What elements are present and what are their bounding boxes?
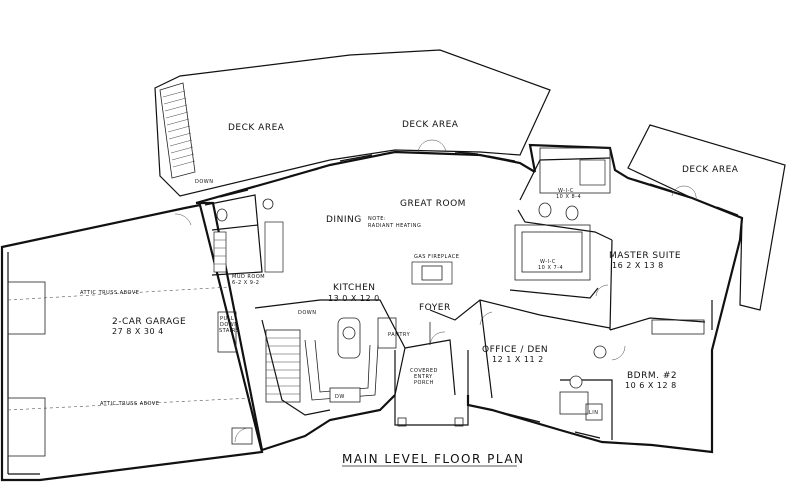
deck-center-label: DECK AREA [402,120,459,130]
master-suite-dim: 16 2 X 13 8 [612,261,664,270]
deck-right-label: DECK AREA [682,165,739,175]
bdrm2-dim: 10 6 X 12 8 [625,381,677,390]
deck-left-center [154,49,551,197]
garage-dim: 27 8 X 30 4 [112,327,164,336]
pull-down-label-1: PULL [220,316,234,322]
pantry-label: PANTRY [388,332,411,338]
kitchen-label: KITCHEN [333,283,376,293]
main-house-walls [195,139,744,454]
deck-stairs [159,82,196,179]
deck-right [627,124,786,311]
master-suite-label: MASTER SUITE [609,251,681,261]
foyer-label: FOYER [419,303,451,313]
covered-label-2: ENTRY [414,374,433,380]
down-label-deck: DOWN [195,179,213,185]
covered-label-1: COVERED [410,368,438,374]
mud-room-label: MUD ROOM [232,274,265,280]
wic-1-dim: 10 X 8-4 [556,194,581,200]
office-label: OFFICE / DEN [482,345,548,355]
down-label-kitchen: DOWN [298,310,316,316]
covered-entry-porch [394,322,469,427]
garage-walls [0,203,264,482]
great-room-label: GREAT ROOM [400,199,466,209]
plan-title: MAIN LEVEL FLOOR PLAN [342,452,525,466]
mud-room-dim: 6-2 X 9-2 [232,280,259,286]
bdrm2-label: BDRM. #2 [627,371,677,381]
garage-label: 2-CAR GARAGE [112,317,186,327]
note-label: NOTE: [368,216,386,222]
dining-label: DINING [326,215,362,225]
pull-down-label-2: DOWN [220,322,238,328]
covered-label-3: PORCH [414,380,434,386]
interior-walls [204,147,706,440]
kitchen-dim: 13 0 X 12 0 [328,294,380,303]
radiant-heating-label: RADIANT HEATING [368,223,421,229]
attic-truss-label-2: ATTIC TRUSS ABOVE [100,401,159,407]
deck-left-label: DECK AREA [228,123,285,133]
gas-fireplace-label: GAS FIREPLACE [414,254,459,260]
office-dim: 12 1 X 11 2 [492,355,544,364]
linen-label: LIN [589,410,599,416]
attic-truss-label-1: ATTIC TRUSS ABOVE [80,290,139,296]
dishwasher-label: DW [335,394,345,400]
wic-2-dim: 10 X 7-4 [538,265,563,271]
wic-2-label: W-I-C [540,259,556,265]
pull-down-label-3: STAIRS [219,328,239,334]
wic-1-label: W-I-C [558,188,574,194]
